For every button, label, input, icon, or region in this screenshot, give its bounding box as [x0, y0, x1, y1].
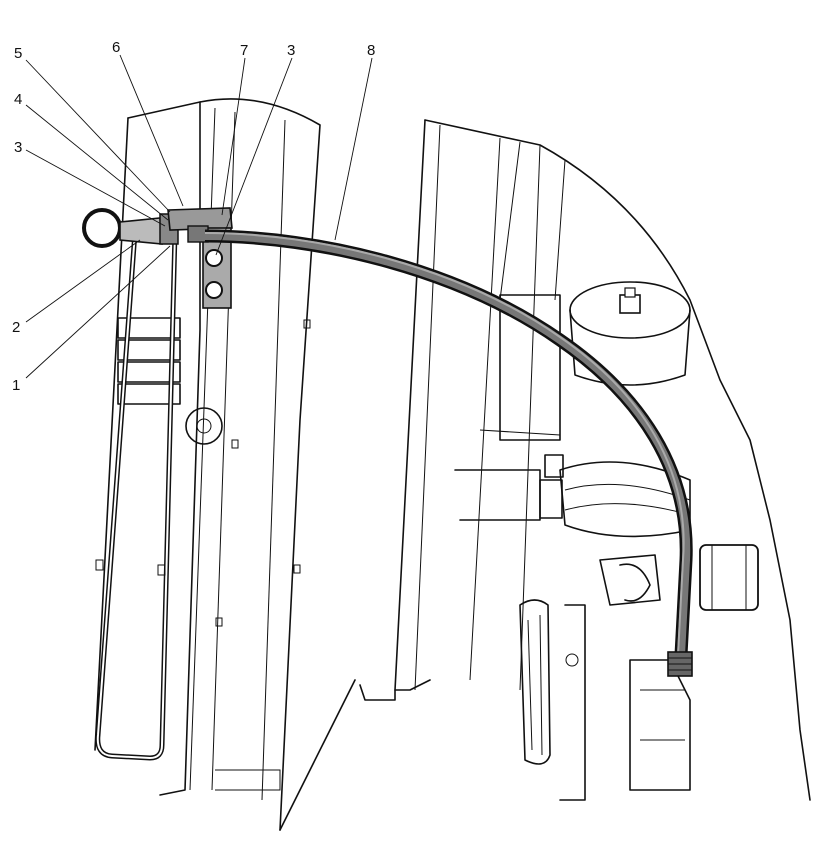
- leader-lines: [25, 54, 373, 379]
- callout-7: 7: [240, 42, 248, 59]
- dipstick-handle: [82, 208, 182, 248]
- engine-block: [279, 119, 811, 831]
- callout-3b: 3: [287, 42, 295, 59]
- callout-1: 1: [12, 377, 20, 394]
- callout-8: 8: [367, 42, 375, 59]
- breather-hose: [204, 229, 693, 677]
- callout-2: 2: [12, 319, 20, 336]
- dipstick-tube: [95, 231, 178, 761]
- callout-5: 5: [14, 45, 22, 62]
- callout-4: 4: [14, 91, 22, 108]
- callout-3a: 3: [14, 139, 22, 156]
- callouts: 5 4 3 6 7 3 8 2 1: [12, 39, 375, 394]
- callout-6: 6: [112, 39, 120, 56]
